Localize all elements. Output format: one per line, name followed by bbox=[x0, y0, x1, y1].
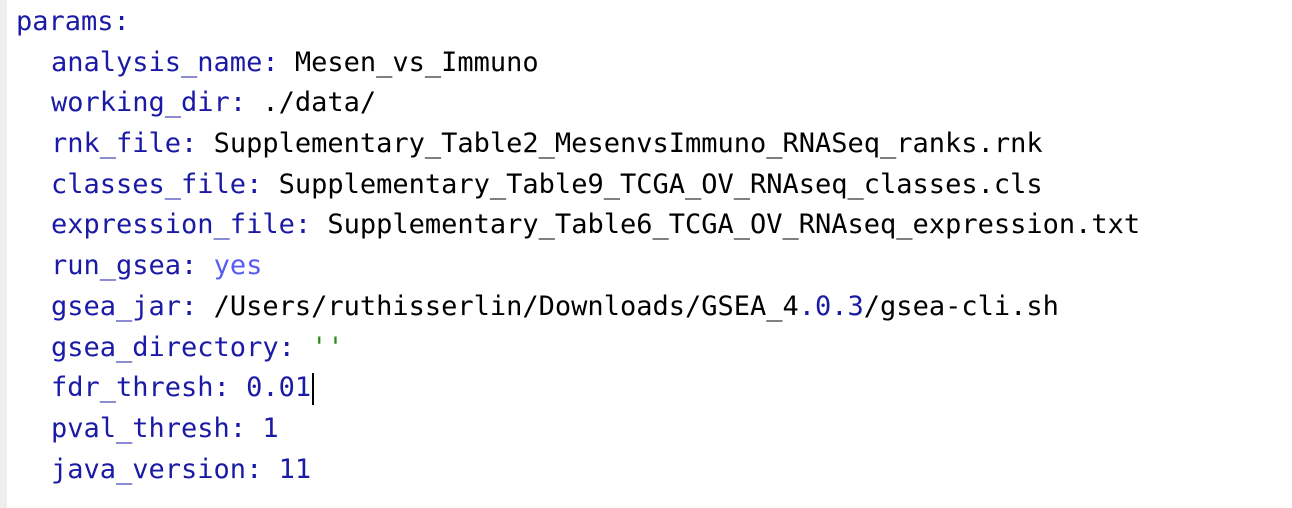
yaml-number-value: 11 bbox=[278, 453, 312, 485]
yaml-string-value: '' bbox=[311, 331, 344, 363]
yaml-value: Supplementary_Table6_TCGA_OV_RNAseq_expr… bbox=[327, 209, 1141, 241]
code-line-classes-file[interactable]: classes_file: Supplementary_Table9_TCGA_… bbox=[51, 168, 1043, 200]
yaml-number-value: 0.01 bbox=[246, 372, 312, 404]
yaml-value: Supplementary_Table2_MesenvsImmuno_RNASe… bbox=[213, 128, 1043, 160]
yaml-value: ./data/ bbox=[262, 87, 377, 119]
yaml-key: fdr_thresh bbox=[51, 372, 214, 404]
code-line-params[interactable]: params: bbox=[16, 6, 130, 37]
yaml-key: expression_file bbox=[51, 209, 295, 241]
yaml-value: Supplementary_Table9_TCGA_OV_RNAseq_clas… bbox=[278, 168, 1043, 200]
text-cursor bbox=[312, 372, 315, 405]
yaml-key: gsea_directory bbox=[51, 331, 279, 363]
code-line-working-dir[interactable]: working_dir: ./data/ bbox=[51, 87, 377, 119]
code-line-pval-thresh[interactable]: pval_thresh: 1 bbox=[51, 412, 279, 444]
yaml-key: analysis_name bbox=[51, 46, 263, 78]
code-line-rnk-file[interactable]: rnk_file: Supplementary_Table2_MesenvsIm… bbox=[51, 128, 1043, 160]
yaml-key: pval_thresh bbox=[51, 412, 230, 444]
yaml-key: working_dir bbox=[51, 87, 230, 119]
code-line-expression-file[interactable]: expression_file: Supplementary_Table6_TC… bbox=[51, 209, 1141, 241]
yaml-value: /gsea-cli.sh bbox=[863, 290, 1059, 322]
yaml-key: classes_file bbox=[51, 168, 247, 200]
yaml-key: java_version bbox=[51, 453, 247, 485]
yaml-key: gsea_jar bbox=[51, 290, 182, 322]
code-line-analysis-name[interactable]: analysis_name: Mesen_vs_Immuno bbox=[51, 46, 539, 78]
yaml-number-fragment: .0.3 bbox=[798, 290, 864, 322]
yaml-boolean-value: yes bbox=[213, 250, 263, 282]
editor-gutter bbox=[0, 0, 7, 508]
code-line-gsea-directory[interactable]: gsea_directory: '' bbox=[51, 331, 344, 363]
code-line-java-version[interactable]: java_version: 11 bbox=[51, 453, 312, 485]
code-line-gsea-jar[interactable]: gsea_jar: /Users/ruthisserlin/Downloads/… bbox=[51, 290, 1059, 322]
yaml-value: Mesen_vs_Immuno bbox=[294, 46, 539, 78]
yaml-value: /Users/ruthisserlin/Downloads/GSEA_4 bbox=[213, 290, 799, 322]
code-area[interactable]: params: analysis_name: Mesen_vs_Immuno w… bbox=[16, 2, 1292, 490]
code-line-fdr-thresh[interactable]: fdr_thresh: 0.01 bbox=[16, 368, 1292, 409]
yaml-number-value: 1 bbox=[262, 412, 279, 444]
code-line-run-gsea[interactable]: run_gsea: yes bbox=[51, 250, 263, 282]
yaml-key: rnk_file bbox=[51, 128, 182, 160]
yaml-key: run_gsea bbox=[51, 250, 182, 282]
yaml-key: params bbox=[16, 6, 114, 37]
